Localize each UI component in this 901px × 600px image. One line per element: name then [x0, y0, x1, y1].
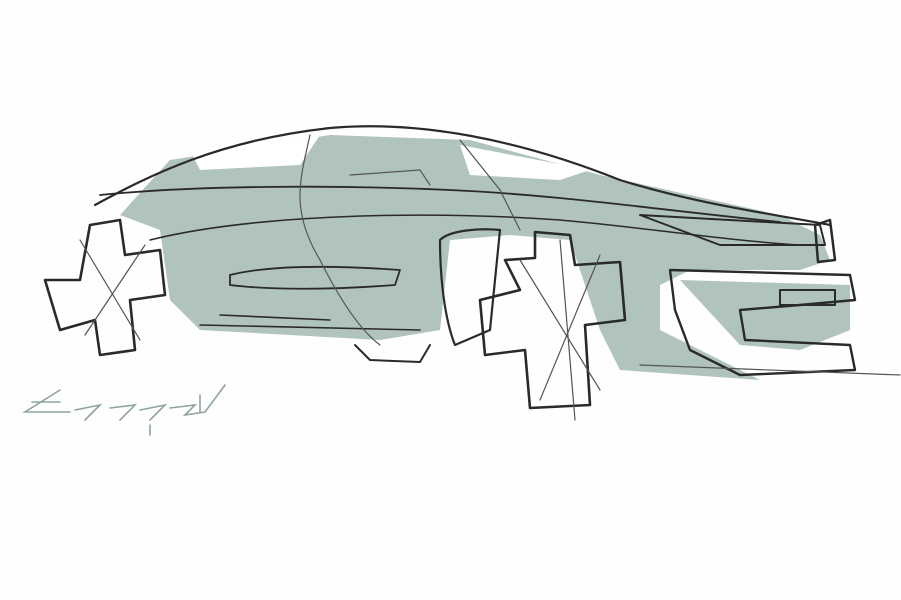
wheel-front [478, 230, 627, 421]
signature [22, 384, 226, 436]
wheel-rear [43, 218, 167, 357]
body-lines [93, 125, 901, 377]
windows [190, 135, 590, 180]
